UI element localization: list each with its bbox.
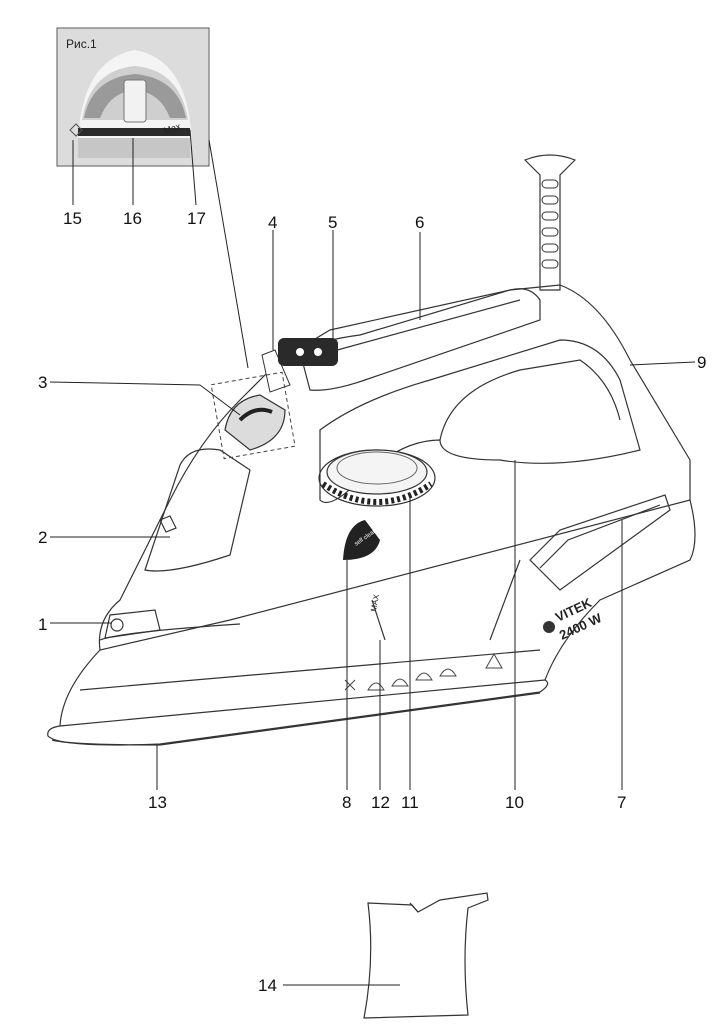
measuring-cup	[363, 892, 489, 1019]
water-filler-cap	[144, 448, 251, 572]
callout-6: 6	[415, 213, 424, 232]
spray-nozzle	[110, 618, 124, 632]
callout-12: 12	[371, 793, 390, 812]
callout-7: 7	[617, 793, 626, 812]
iron-body: self clean	[47, 154, 696, 746]
callout-13: 13	[148, 793, 167, 812]
steam-burst-button[interactable]	[278, 338, 338, 366]
callout-14: 14	[258, 976, 277, 995]
max-line-label: MAX	[369, 593, 381, 612]
brand-logo-icon	[543, 621, 555, 633]
temperature-dial[interactable]	[318, 449, 436, 507]
leader-lines	[49, 230, 696, 986]
callout-1: 1	[38, 615, 47, 634]
callout-16: 16	[123, 209, 142, 228]
inset-figure: Рис.1 Max	[56, 27, 210, 167]
anti-calc-rod	[523, 154, 577, 291]
fabric-symbols	[344, 652, 503, 691]
inset-caption: Рис.1	[66, 37, 97, 51]
spray-button[interactable]	[261, 349, 291, 393]
callout-9: 9	[697, 353, 706, 372]
callout-5: 5	[328, 213, 337, 232]
callout-10: 10	[505, 793, 524, 812]
steam-symbol-icon	[69, 123, 83, 137]
callout-15: 15	[63, 209, 82, 228]
callout-3: 3	[38, 373, 47, 392]
callout-8: 8	[342, 793, 351, 812]
tank-window	[529, 494, 671, 591]
callout-4: 4	[268, 213, 277, 232]
callout-17: 17	[187, 209, 206, 228]
steam-regulator[interactable]	[224, 394, 286, 451]
callout-2: 2	[38, 528, 47, 547]
soleplate	[47, 679, 549, 746]
callout-11: 11	[401, 793, 419, 812]
self-clean-button[interactable]: self clean	[343, 520, 380, 560]
callout-numbers: 1 2 3 4 5 6 7 8 9 10 11 12 13 14 15 16 1…	[38, 209, 706, 995]
